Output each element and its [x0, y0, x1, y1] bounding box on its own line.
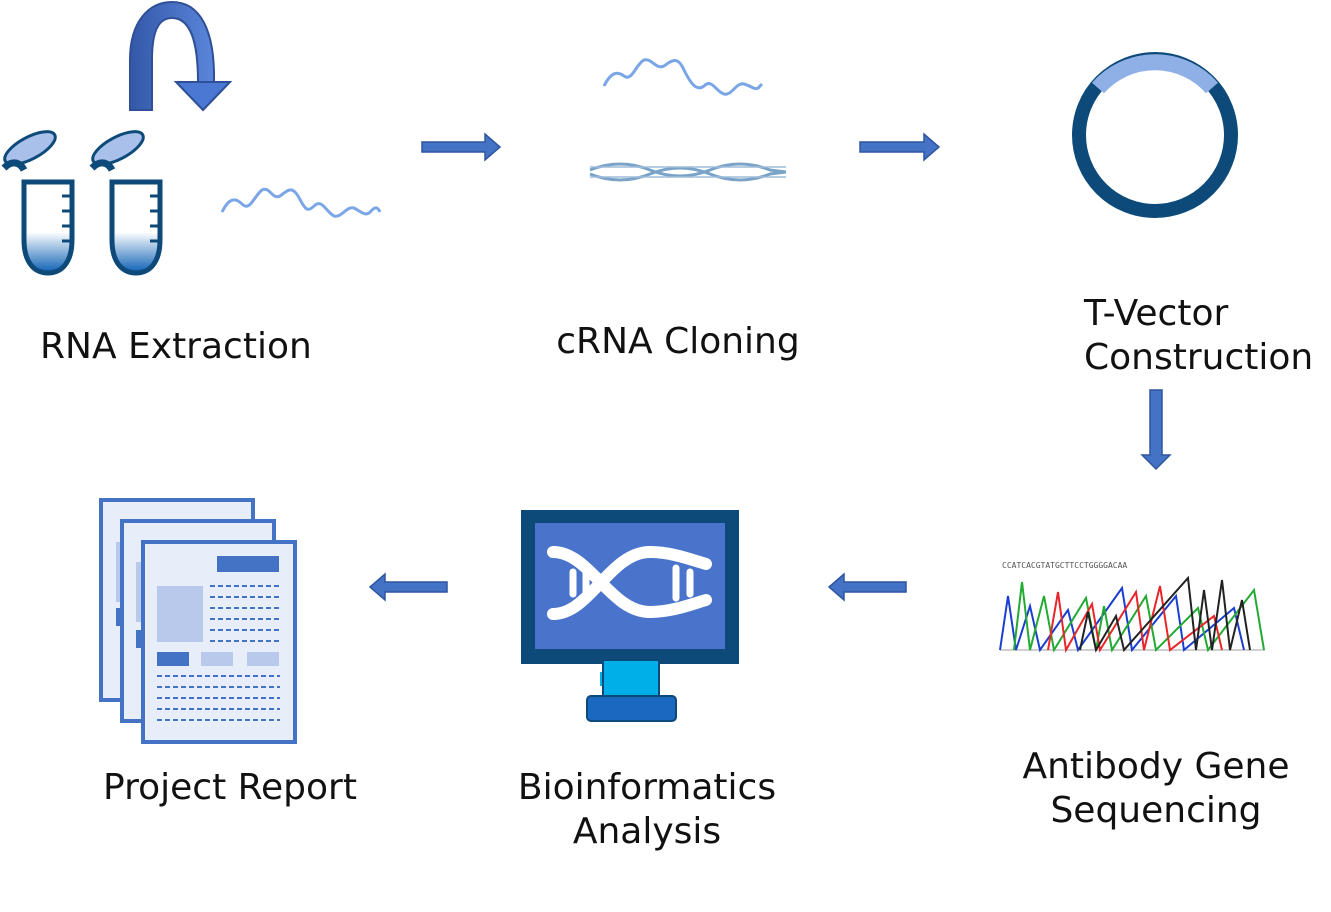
arrow-left-icon: [368, 572, 448, 602]
dna-helix-icon: [547, 545, 712, 620]
plasmid-ring-icon: [1072, 52, 1238, 218]
arrow-down-icon: [1140, 389, 1172, 471]
rna-strand-icon: [602, 58, 764, 96]
curved-arrow-icon: [129, 0, 233, 112]
step-label-project-report: Project Report: [103, 767, 357, 808]
rna-strand-icon: [220, 187, 382, 218]
rna-extraction-icon: [1, 0, 382, 276]
arrow-right-icon: [421, 132, 502, 162]
step-label-crna-cloning: cRNA Cloning: [556, 321, 800, 362]
monitor-icon: [521, 510, 739, 722]
arrow-left-icon: [827, 572, 907, 602]
arrow-right-icon: [859, 132, 941, 162]
step-label-rna-extraction: RNA Extraction: [40, 326, 312, 367]
test-tube-icon: [1, 130, 75, 276]
report-documents-icon: [99, 498, 297, 744]
test-tube-icon: [89, 130, 163, 276]
step-label-bioinformatics-analysis: Bioinformatics Analysis: [517, 767, 777, 852]
step-label-t-vector-construction: T-Vector Construction: [1084, 293, 1314, 378]
sequencing-chromatogram-icon: CCATCACGTATGCTTCCTGGGGACAA: [999, 561, 1265, 654]
step-label-antibody-gene-sequencing: Antibody Gene Sequencing: [1022, 746, 1290, 831]
dna-double-helix-icon: [589, 162, 787, 182]
crna-cloning-icon: [589, 58, 787, 182]
svg-text:CCATCACGTATGCTTCCTGGGGACAA: CCATCACGTATGCTTCCTGGGGACAA: [1002, 561, 1127, 570]
